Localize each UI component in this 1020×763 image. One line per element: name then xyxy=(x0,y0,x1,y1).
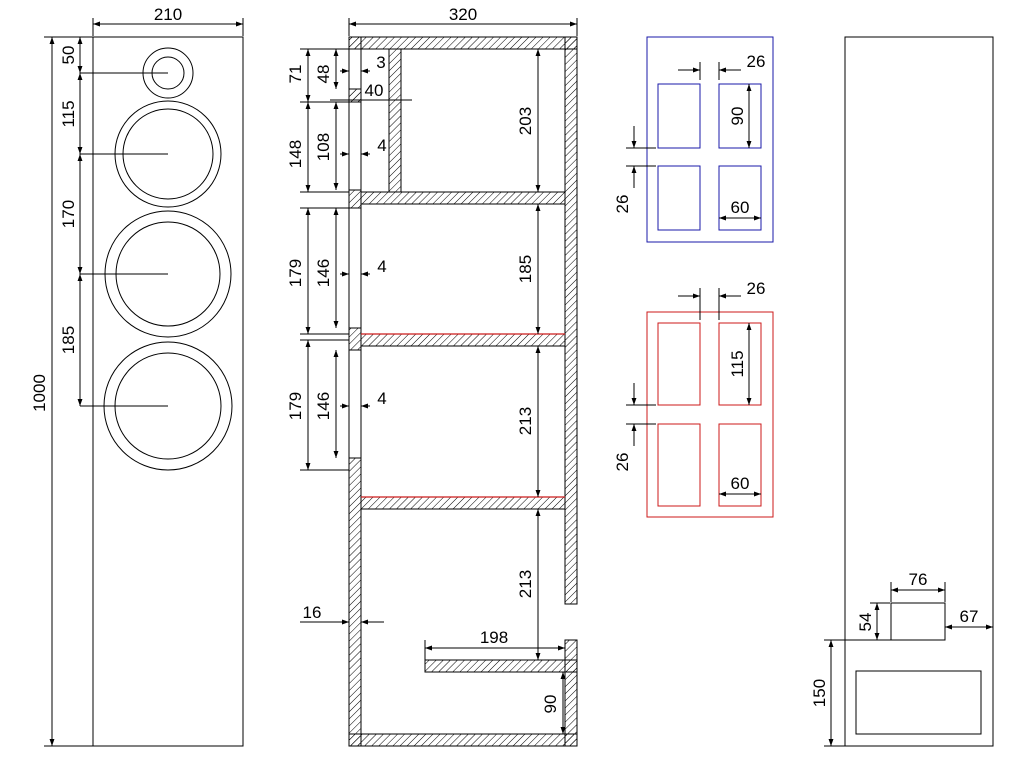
baffle-dim-4c: 4 xyxy=(377,389,386,408)
red-cutout-1 xyxy=(657,322,701,406)
front-driver-dim-3: 170 xyxy=(59,200,78,228)
blue-panel xyxy=(646,36,774,243)
front-driver-dim-1: 50 xyxy=(59,46,78,65)
red-cutout-height-dim: 115 xyxy=(728,350,747,377)
blue-panel-outline xyxy=(646,36,774,243)
port-height-dim: 150 xyxy=(810,679,829,707)
blue-cutout-4 xyxy=(718,165,762,231)
baffle-dim-4b: 4 xyxy=(377,257,386,276)
terminal-width-dim: 76 xyxy=(909,570,928,589)
chamber-height-3: 213 xyxy=(516,407,535,435)
baffle-recesses xyxy=(348,48,362,459)
red-cutout-3 xyxy=(657,423,701,507)
rear-port-opening xyxy=(855,670,982,735)
wall-thickness-dim: 16 xyxy=(303,603,322,622)
left-dim-7: 179 xyxy=(286,392,305,420)
front-width-dim: 210 xyxy=(154,5,182,24)
baffle-dim-3: 3 xyxy=(376,53,385,72)
chamber-height-2: 185 xyxy=(516,255,535,283)
blue-gap-top-dim: 26 xyxy=(747,52,766,71)
red-cutout-2 xyxy=(718,322,762,406)
terminal-height-dim: 54 xyxy=(856,613,875,632)
red-panel xyxy=(646,311,774,518)
blue-cutout-height-dim: 90 xyxy=(728,107,747,126)
left-dim-1: 71 xyxy=(286,65,305,84)
left-dim-3: 148 xyxy=(286,140,305,168)
rear-panel-outline xyxy=(844,36,994,747)
rear-view xyxy=(824,36,994,747)
blue-cutout-2 xyxy=(718,83,762,149)
port-length-dim: 198 xyxy=(480,628,508,647)
red-cutout-4 xyxy=(718,423,762,507)
left-dim-5: 179 xyxy=(286,259,305,287)
baffle-dim-40: 40 xyxy=(365,81,384,100)
left-dim-2: 48 xyxy=(314,65,333,84)
left-dim-8: 146 xyxy=(314,392,333,420)
red-gap-left-dim: 26 xyxy=(613,453,632,472)
front-driver-dim-4: 185 xyxy=(59,326,78,354)
blue-gap-left-dim: 26 xyxy=(613,195,632,214)
red-gap-top-dim: 26 xyxy=(747,279,766,298)
baffle-dim-4a: 4 xyxy=(377,136,386,155)
chamber-height-4: 213 xyxy=(516,570,535,598)
front-panel-outline xyxy=(92,36,244,747)
terminal-plate xyxy=(890,602,946,641)
chamber-height-1: 203 xyxy=(516,107,535,135)
red-panel-outline xyxy=(646,311,774,518)
terminal-offset-dim: 67 xyxy=(960,607,979,626)
blue-cutout-1 xyxy=(657,83,701,149)
left-dim-4: 108 xyxy=(314,133,333,161)
red-cutout-width-dim: 60 xyxy=(731,474,750,493)
port-gap-dim: 90 xyxy=(541,695,560,714)
blue-cutout-width-dim: 60 xyxy=(731,198,750,217)
left-dim-6: 146 xyxy=(314,259,333,287)
front-driver-dim-2: 115 xyxy=(59,100,78,127)
section-width-dim: 320 xyxy=(449,5,477,24)
section-view xyxy=(300,18,578,747)
front-view xyxy=(44,18,244,747)
blue-cutout-3 xyxy=(657,165,701,231)
front-height-dim: 1000 xyxy=(30,374,49,412)
